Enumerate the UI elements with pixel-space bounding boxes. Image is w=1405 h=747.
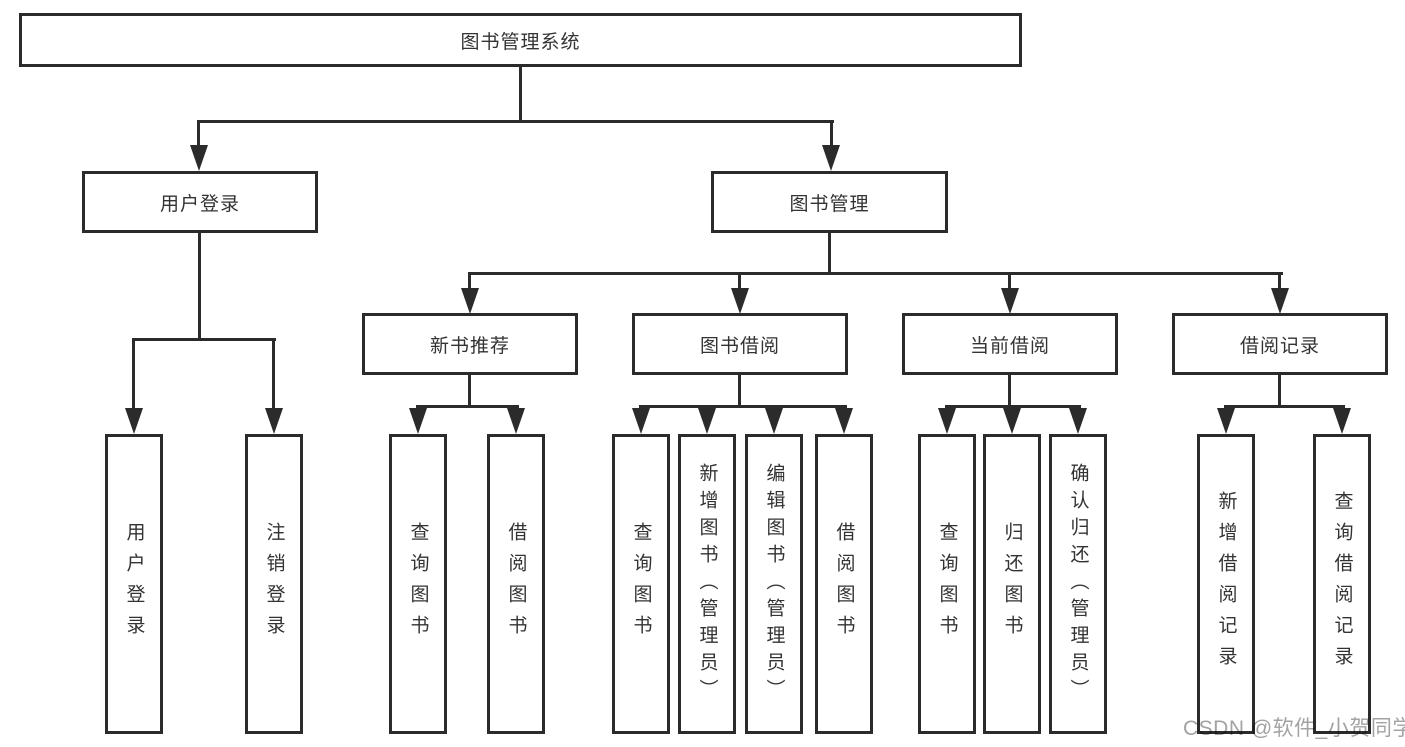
connector-line <box>198 233 201 338</box>
arrowhead-icon <box>1069 408 1087 434</box>
leaf-borrow-books-2: 借阅图书 <box>815 434 873 734</box>
arrowhead-icon <box>835 408 853 434</box>
arrowhead-icon <box>698 408 716 434</box>
connector-line <box>519 66 522 120</box>
arrowhead-icon <box>1333 408 1351 434</box>
arrowhead-icon <box>1003 408 1021 434</box>
connector-line <box>132 338 135 410</box>
node-label: 借阅记录 <box>1239 335 1320 357</box>
arrowhead-icon <box>125 408 143 434</box>
arrowhead-icon <box>765 408 783 434</box>
connector-line <box>468 272 471 292</box>
leaf-borrow-books-1: 借阅图书 <box>487 434 545 734</box>
node-library-system: 图书管理系统 <box>19 13 1022 67</box>
node-book-borrow: 图书借阅 <box>632 313 848 375</box>
connector-line <box>945 405 1081 408</box>
connector-line <box>738 374 741 408</box>
node-label: 用户登录 <box>159 193 240 215</box>
node-current-borrow: 当前借阅 <box>902 313 1118 375</box>
arrowhead-icon <box>822 145 840 171</box>
node-label: 查询图书 <box>407 522 429 646</box>
connector-line <box>1008 374 1011 408</box>
node-label: 查询图书 <box>936 522 958 646</box>
connector-line <box>197 120 834 123</box>
node-new-book-recommend: 新书推荐 <box>362 313 578 375</box>
leaf-query-borrow-record: 查询借阅记录 <box>1313 434 1371 734</box>
leaf-add-books-admin: 新增图书（管理员） <box>678 434 736 734</box>
arrowhead-icon <box>265 408 283 434</box>
connector-line <box>1278 272 1281 292</box>
arrowhead-icon <box>190 145 208 171</box>
connector-line <box>738 272 741 292</box>
node-label: 编辑图书（管理员） <box>763 462 785 706</box>
connector-line <box>1224 405 1345 408</box>
arrowhead-icon <box>731 288 749 314</box>
leaf-query-books-3: 查询图书 <box>918 434 976 734</box>
connector-line <box>416 405 519 408</box>
connector-line <box>272 338 275 410</box>
connector-line <box>830 120 833 152</box>
node-label: 图书借阅 <box>699 335 780 357</box>
connector-line <box>468 272 1283 275</box>
leaf-add-borrow-record: 新增借阅记录 <box>1197 434 1255 734</box>
leaf-logout: 注销登录 <box>245 434 303 734</box>
node-label: 查询图书 <box>630 522 652 646</box>
node-label: 确认归还（管理员） <box>1067 462 1089 706</box>
leaf-user-login: 用户登录 <box>105 434 163 734</box>
arrowhead-icon <box>938 408 956 434</box>
connector-line <box>468 374 471 408</box>
leaf-edit-books-admin: 编辑图书（管理员） <box>745 434 803 734</box>
arrowhead-icon <box>1001 288 1019 314</box>
arrowhead-icon <box>1271 288 1289 314</box>
connector-line <box>828 233 831 275</box>
node-book-management: 图书管理 <box>711 171 948 233</box>
connector-line <box>639 405 847 408</box>
node-label: 注销登录 <box>263 522 285 646</box>
node-label: 图书管理系统 <box>460 31 581 53</box>
node-label: 图书管理 <box>789 193 870 215</box>
connector-line <box>1278 374 1281 408</box>
connector-line <box>132 338 276 341</box>
leaf-return-books: 归还图书 <box>983 434 1041 734</box>
node-borrow-records: 借阅记录 <box>1172 313 1388 375</box>
node-label: 用户登录 <box>123 522 145 646</box>
connector-line <box>197 120 200 152</box>
node-label: 归还图书 <box>1001 522 1023 646</box>
node-label: 新书推荐 <box>429 335 510 357</box>
arrowhead-icon <box>409 408 427 434</box>
node-label: 新增图书（管理员） <box>696 462 718 706</box>
csdn-watermark: CSDN @软件_小贺同学 <box>1183 717 1405 740</box>
node-label: 当前借阅 <box>969 335 1050 357</box>
leaf-query-books-1: 查询图书 <box>389 434 447 734</box>
arrowhead-icon <box>632 408 650 434</box>
leaf-query-books-2: 查询图书 <box>612 434 670 734</box>
leaf-confirm-return-admin: 确认归还（管理员） <box>1049 434 1107 734</box>
node-label: 查询借阅记录 <box>1331 491 1353 677</box>
node-label: 借阅图书 <box>505 522 527 646</box>
node-label: 借阅图书 <box>833 522 855 646</box>
node-user-login: 用户登录 <box>82 171 318 233</box>
arrowhead-icon <box>1217 408 1235 434</box>
arrowhead-icon <box>461 288 479 314</box>
connector-line <box>1008 272 1011 292</box>
arrowhead-icon <box>507 408 525 434</box>
node-label: 新增借阅记录 <box>1215 491 1237 677</box>
